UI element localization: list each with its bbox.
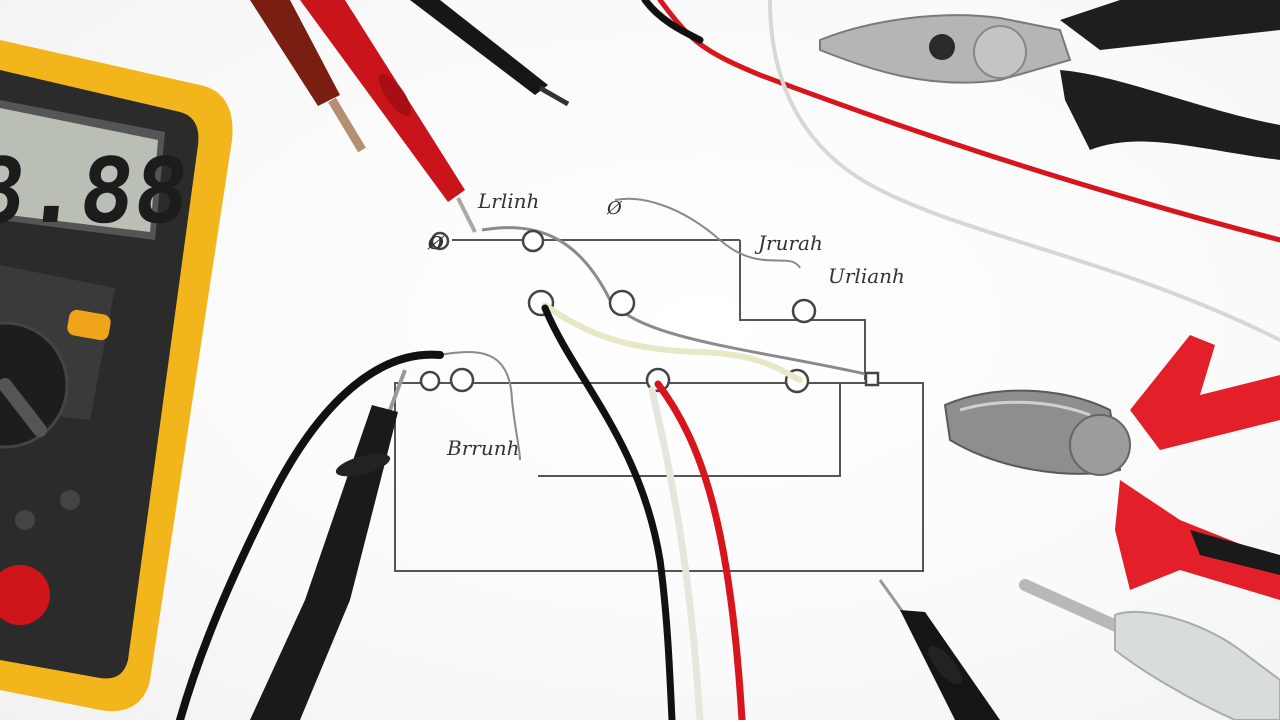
label-top-left: Lrlinh (477, 189, 539, 213)
probe-tip (456, 197, 477, 233)
cream-wire (542, 302, 803, 383)
probe-tip (388, 369, 407, 411)
diagonal-cutter-pliers (943, 335, 1280, 600)
white-wire-top-right (768, 0, 1280, 342)
probe-guard (928, 645, 962, 685)
dial-pointer (0, 378, 47, 437)
cutter-jaw-shine (959, 400, 1091, 417)
screwdriver-handle (1114, 611, 1280, 721)
meter-jack-red (0, 565, 50, 625)
label-bottom: Brrunh (446, 436, 519, 460)
meter-jack (60, 490, 80, 510)
cutter-grip-upper (1130, 335, 1280, 450)
probe-body (300, 0, 465, 202)
red-test-probe (300, 0, 477, 233)
meter-jack (15, 510, 35, 530)
terminal (449, 367, 475, 393)
schematic-gray-wire-3 (439, 351, 521, 461)
dark-red-probe (250, 0, 366, 153)
probe-tip (328, 97, 366, 153)
label-left-marker: Ø (427, 233, 445, 254)
red-wire-down (654, 380, 746, 724)
terminal (645, 367, 671, 393)
label-right-1: Jrurah (754, 231, 823, 255)
terminal (419, 370, 441, 392)
multimeter: 8.88 (0, 40, 233, 712)
pliers-pivot (973, 25, 1027, 79)
white-wire-down (648, 386, 704, 724)
screwdriver-shaft (1019, 579, 1131, 636)
probe-body (410, 0, 548, 95)
needle-nose-pliers (819, 0, 1280, 160)
terminal (521, 229, 545, 253)
meter-lcd (0, 108, 158, 232)
terminal (608, 289, 636, 317)
label-top-mid: Ø (606, 198, 623, 219)
schematic-terminals (419, 229, 880, 394)
meter-display-reading: 8.88 (0, 139, 194, 244)
cutter-grip-lower-dark (1190, 530, 1280, 575)
probe-tip (878, 579, 907, 616)
schematic-gray-wire-2 (614, 197, 801, 269)
black-wire-top (641, 0, 704, 44)
terminal (791, 298, 817, 324)
probe-body (250, 0, 340, 106)
black-probe-bottom-right (878, 579, 1000, 720)
label-right-2: Urlianh (828, 264, 905, 288)
rotary-selector-dial (0, 321, 69, 449)
probe-guard (378, 73, 412, 117)
pliers-grip-upper (1060, 0, 1280, 50)
schematic-wires (176, 302, 803, 724)
probe-guard (335, 453, 391, 477)
probe-body (250, 405, 398, 720)
terminal (430, 231, 450, 251)
schematic-labels: Lrlinh Ø Jrurah Urlianh Ø Brrunh (427, 189, 905, 460)
schematic-inner-box (420, 382, 841, 477)
loose-wires (641, 0, 1280, 342)
screwdriver (1019, 579, 1280, 721)
black-wire-left (176, 350, 444, 724)
terminal (864, 371, 880, 387)
black-probe-top (410, 0, 570, 107)
pliers-hole (929, 34, 955, 60)
cutter-pivot (1069, 414, 1131, 476)
black-wire-down (541, 304, 676, 724)
hold-button (67, 309, 111, 341)
probe-tip (538, 85, 570, 107)
pliers-grip-lower (1060, 70, 1280, 160)
black-test-probe (250, 369, 407, 720)
